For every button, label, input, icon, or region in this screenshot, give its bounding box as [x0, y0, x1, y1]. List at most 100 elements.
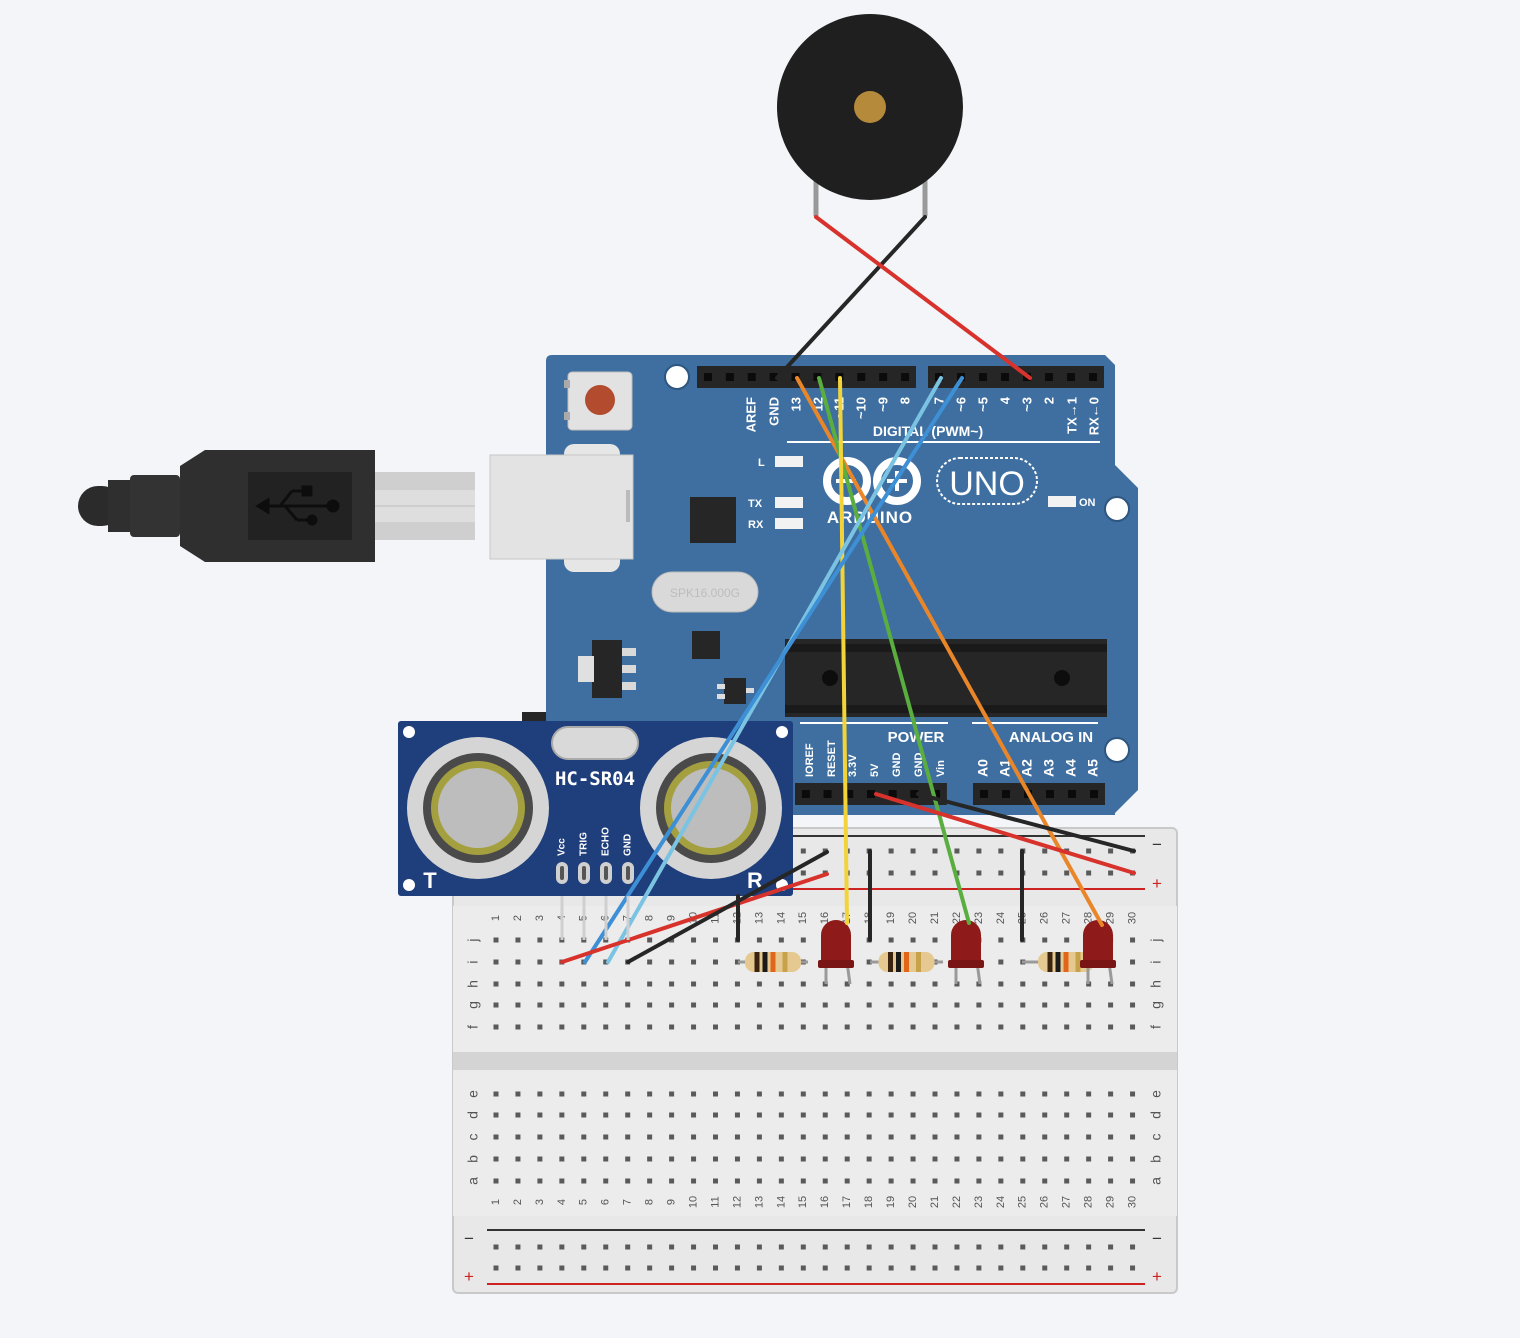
rail-hole[interactable]: [1086, 870, 1092, 876]
breadboard-hole[interactable]: [559, 981, 565, 987]
breadboard-hole[interactable]: [1020, 1024, 1026, 1030]
breadboard-hole[interactable]: [691, 1134, 697, 1140]
rail-hole[interactable]: [954, 848, 960, 854]
breadboard-hole[interactable]: [734, 1091, 740, 1097]
breadboard-hole[interactable]: [493, 1112, 499, 1118]
breadboard-hole[interactable]: [1086, 1002, 1092, 1008]
header-pin[interactable]: [866, 790, 875, 798]
breadboard-hole[interactable]: [778, 1091, 784, 1097]
header-pin[interactable]: [1001, 373, 1009, 381]
rail-hole[interactable]: [493, 1265, 499, 1271]
breadboard-hole[interactable]: [691, 981, 697, 987]
rail-hole[interactable]: [647, 1244, 653, 1250]
breadboard-hole[interactable]: [581, 1091, 587, 1097]
rail-hole[interactable]: [625, 1265, 631, 1271]
breadboard-hole[interactable]: [1130, 937, 1136, 943]
rail-hole[interactable]: [691, 1244, 697, 1250]
breadboard-hole[interactable]: [954, 1024, 960, 1030]
rail-hole[interactable]: [515, 1265, 521, 1271]
rail-hole[interactable]: [778, 1244, 784, 1250]
rail-hole[interactable]: [1086, 848, 1092, 854]
red-led[interactable]: [948, 920, 984, 985]
breadboard-hole[interactable]: [910, 937, 916, 943]
breadboard-hole[interactable]: [1042, 1024, 1048, 1030]
breadboard-hole[interactable]: [1020, 1112, 1026, 1118]
breadboard-hole[interactable]: [625, 1156, 631, 1162]
breadboard-hole[interactable]: [537, 959, 543, 965]
breadboard-hole[interactable]: [647, 1156, 653, 1162]
breadboard-hole[interactable]: [603, 1112, 609, 1118]
breadboard-hole[interactable]: [800, 937, 806, 943]
breadboard-hole[interactable]: [559, 1091, 565, 1097]
rail-hole[interactable]: [822, 1244, 828, 1250]
rail-hole[interactable]: [1130, 1244, 1136, 1250]
breadboard-hole[interactable]: [625, 1002, 631, 1008]
breadboard-hole[interactable]: [734, 1002, 740, 1008]
breadboard-hole[interactable]: [910, 1024, 916, 1030]
breadboard-hole[interactable]: [998, 981, 1004, 987]
breadboard-hole[interactable]: [691, 1156, 697, 1162]
rail-hole[interactable]: [515, 1244, 521, 1250]
rail-hole[interactable]: [734, 1265, 740, 1271]
breadboard-hole[interactable]: [625, 1134, 631, 1140]
breadboard-hole[interactable]: [734, 1024, 740, 1030]
breadboard-hole[interactable]: [713, 1178, 718, 1184]
rail-hole[interactable]: [976, 1244, 982, 1250]
breadboard-hole[interactable]: [844, 1134, 850, 1140]
header-pin[interactable]: [857, 373, 866, 381]
breadboard-hole[interactable]: [954, 1178, 960, 1184]
rail-hole[interactable]: [888, 870, 894, 876]
breadboard-hole[interactable]: [1130, 981, 1136, 987]
breadboard-hole[interactable]: [493, 959, 499, 965]
header-pin[interactable]: [979, 373, 987, 381]
header-pin[interactable]: [747, 373, 756, 381]
breadboard-hole[interactable]: [603, 1002, 609, 1008]
breadboard-hole[interactable]: [1064, 1002, 1070, 1008]
rail-hole[interactable]: [910, 1265, 916, 1271]
rail-hole[interactable]: [800, 1244, 806, 1250]
breadboard-hole[interactable]: [756, 1178, 762, 1184]
rail-hole[interactable]: [954, 1265, 960, 1271]
breadboard-hole[interactable]: [998, 1156, 1004, 1162]
breadboard-hole[interactable]: [756, 1156, 762, 1162]
breadboard-hole[interactable]: [1064, 1091, 1070, 1097]
rail-hole[interactable]: [559, 1244, 565, 1250]
breadboard-hole[interactable]: [581, 1024, 587, 1030]
breadboard-hole[interactable]: [493, 981, 499, 987]
breadboard-hole[interactable]: [1108, 1024, 1114, 1030]
header-pin[interactable]: [1090, 790, 1098, 798]
breadboard-hole[interactable]: [1020, 1002, 1026, 1008]
breadboard-hole[interactable]: [1020, 1156, 1026, 1162]
breadboard-hole[interactable]: [800, 1024, 806, 1030]
rail-hole[interactable]: [888, 848, 894, 854]
breadboard-hole[interactable]: [669, 981, 675, 987]
breadboard-hole[interactable]: [844, 1091, 850, 1097]
breadboard-hole[interactable]: [537, 1002, 543, 1008]
breadboard-hole[interactable]: [1020, 1134, 1026, 1140]
breadboard-hole[interactable]: [537, 1134, 543, 1140]
red-led[interactable]: [818, 920, 854, 985]
rail-hole[interactable]: [822, 1265, 828, 1271]
breadboard-hole[interactable]: [800, 1156, 806, 1162]
breadboard-hole[interactable]: [647, 1178, 653, 1184]
breadboard-hole[interactable]: [603, 1024, 609, 1030]
breadboard-hole[interactable]: [493, 1002, 499, 1008]
breadboard-hole[interactable]: [515, 981, 521, 987]
rail-hole[interactable]: [537, 1244, 543, 1250]
breadboard-hole[interactable]: [1042, 1091, 1048, 1097]
breadboard-hole[interactable]: [844, 981, 850, 987]
breadboard-hole[interactable]: [998, 1178, 1004, 1184]
breadboard-hole[interactable]: [537, 1112, 543, 1118]
breadboard-hole[interactable]: [581, 1156, 587, 1162]
breadboard-hole[interactable]: [778, 1178, 784, 1184]
breadboard-hole[interactable]: [1020, 981, 1026, 987]
breadboard-hole[interactable]: [866, 1178, 872, 1184]
breadboard-hole[interactable]: [537, 1156, 543, 1162]
breadboard-hole[interactable]: [713, 1024, 718, 1030]
breadboard-hole[interactable]: [559, 1112, 565, 1118]
breadboard-hole[interactable]: [625, 1112, 631, 1118]
rail-hole[interactable]: [910, 870, 916, 876]
breadboard-hole[interactable]: [493, 1024, 499, 1030]
rail-hole[interactable]: [800, 1265, 806, 1271]
breadboard-hole[interactable]: [493, 1156, 499, 1162]
